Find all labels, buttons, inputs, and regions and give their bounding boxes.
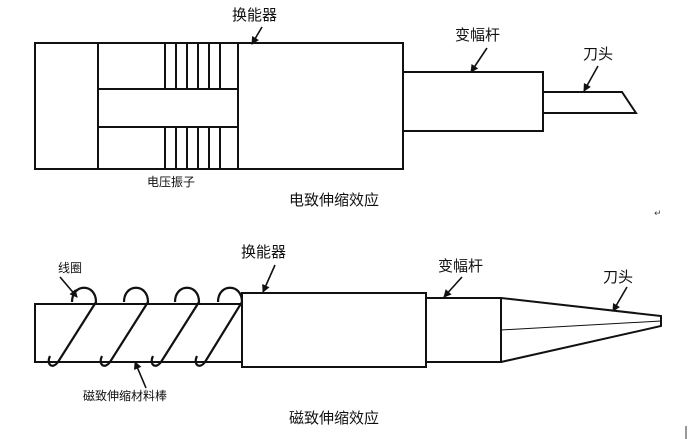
piezo-label: 电压振子	[147, 175, 196, 189]
top-inner-frame	[97, 43, 239, 169]
top-center-bolt	[97, 88, 239, 128]
top-horn-label: 变幅杆	[455, 26, 501, 44]
top-schematic	[34, 42, 638, 170]
bottom-leader-lines	[59, 264, 628, 389]
top-leader-lines	[251, 26, 599, 92]
top-piezo-stack-lower	[164, 127, 221, 169]
bottom-transducer-block	[241, 292, 427, 368]
top-blade-tip	[543, 91, 638, 114]
bottom-blade-label: 刀头	[603, 268, 634, 286]
rod-label: 磁致伸缩材料棒	[83, 389, 168, 403]
top-blade-label: 刀头	[583, 45, 614, 63]
top-horn	[402, 71, 544, 132]
coil-label: 线圈	[58, 261, 83, 275]
paragraph-mark: ↵	[654, 209, 662, 219]
top-piezo-stack-upper	[164, 43, 221, 89]
bottom-blade-cone	[500, 297, 662, 363]
bottom-horn	[425, 297, 502, 363]
bottom-blade-centerline	[500, 320, 662, 331]
bottom-caption: 磁致伸缩效应	[289, 409, 380, 427]
bottom-transducer-label: 换能器	[241, 243, 287, 261]
top-caption: 电致伸缩效应	[289, 191, 380, 209]
bottom-horn-label: 变幅杆	[438, 257, 484, 275]
top-transducer-label: 换能器	[232, 6, 278, 24]
coil-winding	[47, 286, 244, 367]
bottom-schematic	[34, 286, 662, 368]
